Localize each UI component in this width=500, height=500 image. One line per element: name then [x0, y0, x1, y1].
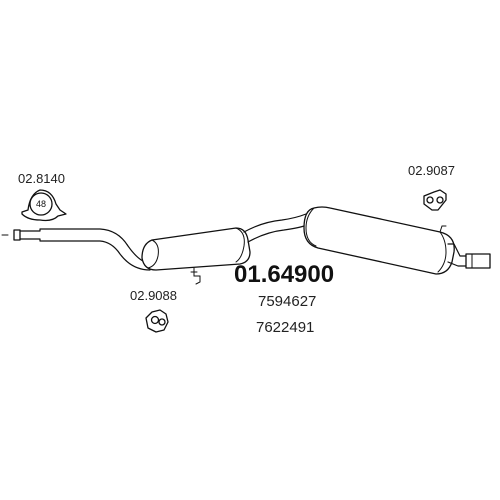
oe-number-2: 7622491 — [256, 319, 314, 336]
rear-silencer — [303, 206, 455, 275]
clamp-part-code[interactable]: 02.8140 — [18, 171, 65, 186]
rubber-hanger-icon — [423, 189, 447, 211]
front-pipe — [1, 228, 151, 271]
intermediate-pipe — [243, 213, 307, 243]
tail-pipe — [447, 243, 491, 269]
clamp-diameter-label: 48 — [36, 199, 46, 209]
middle-silencer — [141, 227, 251, 285]
clamp-48-icon: 48 — [21, 189, 67, 222]
oe-number-1: 7594627 — [258, 293, 316, 310]
main-part-number: 01.64900 — [234, 261, 334, 288]
rear-hanger-part-code[interactable]: 02.9087 — [408, 163, 455, 178]
middle-hanger-part-code[interactable]: 02.9088 — [130, 288, 177, 303]
middle-hanger-icon — [145, 309, 169, 333]
